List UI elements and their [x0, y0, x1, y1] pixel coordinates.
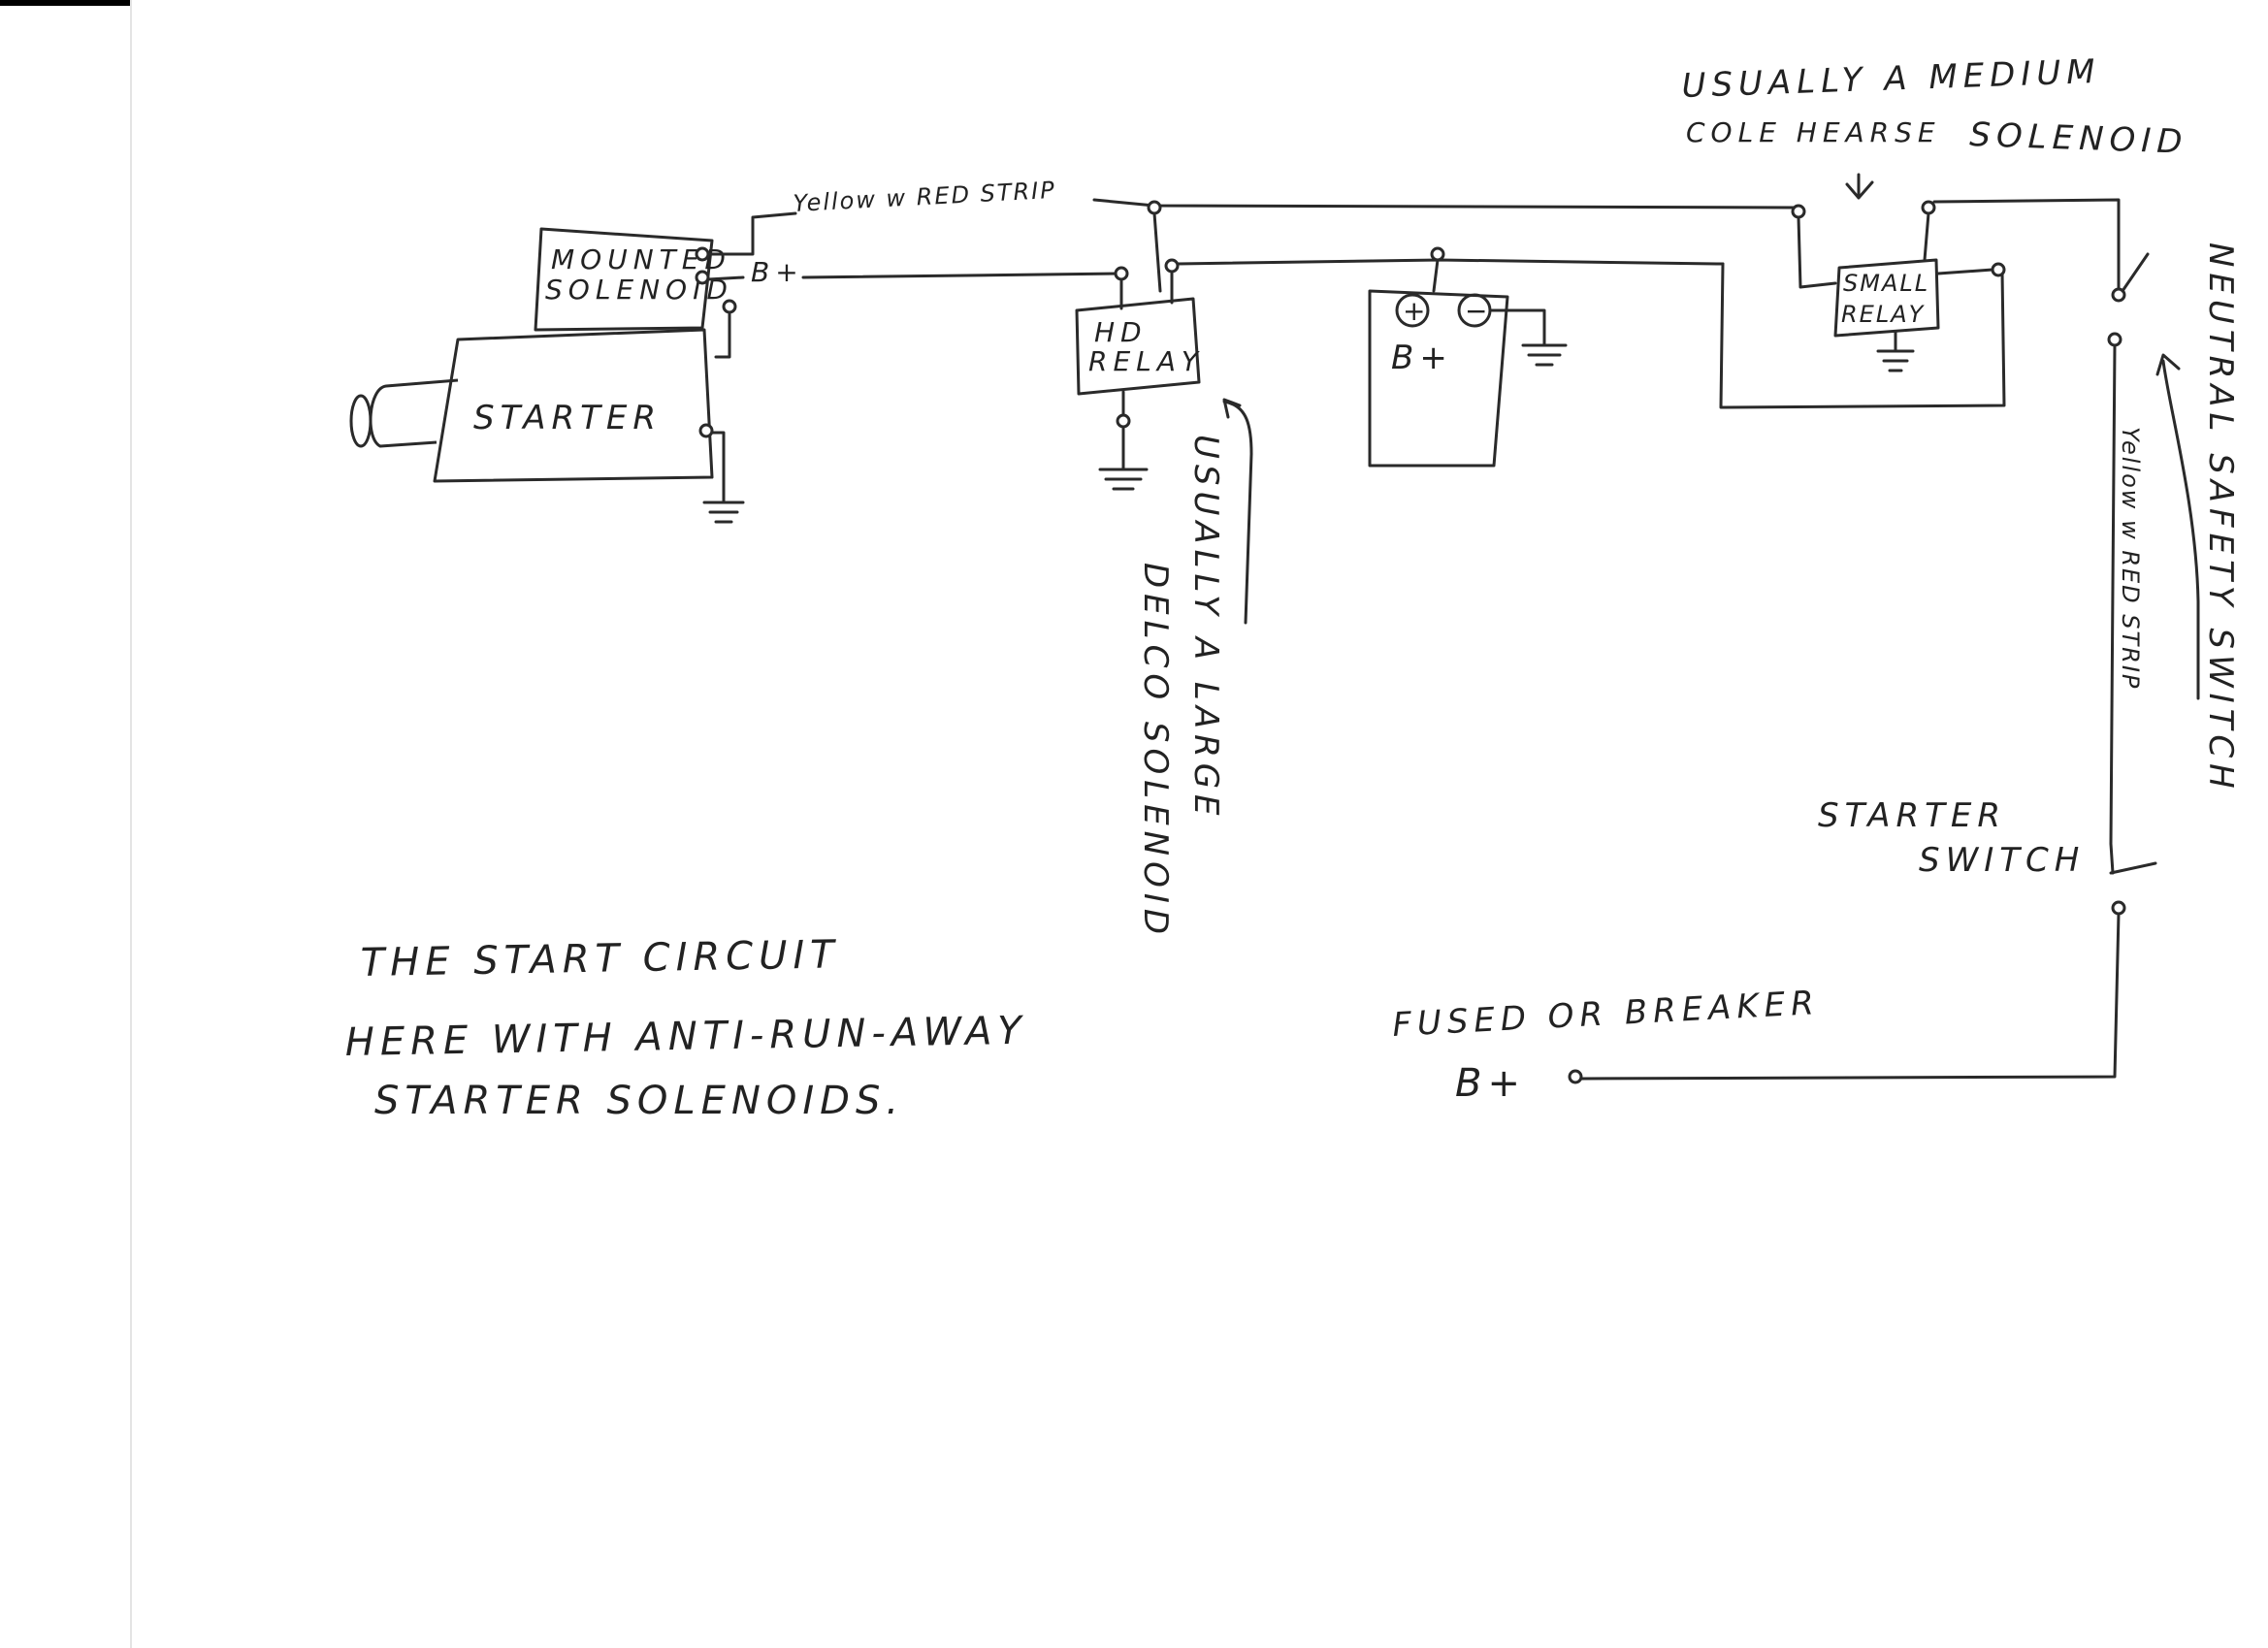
scan-edge-bar: [0, 0, 131, 6]
mounted-solenoid-s-terminal: [695, 246, 710, 262]
small-relay-right-terminal: [1991, 262, 2006, 277]
fused-breaker-label: FUSED OR BREAKER: [1391, 984, 1820, 1045]
battery: + − B+: [1368, 258, 1568, 468]
hd-relay-batt-terminal: [1164, 258, 1180, 274]
starter-body: [433, 328, 714, 483]
hd-relay-ground-terminal: [1116, 413, 1131, 429]
battery-ground-symbol: [1488, 308, 1568, 367]
small-relay-left-terminal: [1791, 204, 1806, 219]
starter-bendix-end: [349, 394, 373, 448]
caption-line-1: THE START CIRCUIT: [360, 932, 840, 986]
neutral-safety-switch: [2107, 252, 2200, 875]
caption-line-3: STARTER SOLENOIDS.: [374, 1079, 904, 1123]
starter-terminal: [698, 423, 714, 438]
small-relay-callout-arrow: [1845, 173, 1874, 200]
neutral-switch-lower-contact: [2107, 332, 2122, 347]
medium-solenoid-note-2: COLE HEARSE: [1686, 116, 1941, 148]
yellow-wire-top-label: Yellow w RED STRIP: [793, 177, 1056, 217]
small-relay-to-neutral-switch: [1932, 198, 2121, 293]
small-relay-ground-symbol: [1876, 330, 1915, 372]
mounted-solenoid-bat-terminal: [695, 270, 710, 285]
mounted-solenoid-motor-terminal: [722, 299, 737, 314]
starter-switch-label-2: SWITCH: [1919, 841, 2085, 880]
mounted-solenoid: MOUNTED SOLENOID: [534, 227, 737, 332]
hd-relay-label-2: RELAY: [1088, 345, 1204, 377]
yellow-drop-to-hd-relay: [1152, 211, 1162, 293]
battery-positive-post: [1395, 293, 1430, 328]
neutral-safety-switch-label: NEUTRAL SAFETY SWITCH: [2201, 242, 2240, 794]
battery-body: [1368, 289, 1509, 468]
starter-label: STARTER: [473, 399, 662, 437]
battery-plus-label: +: [1403, 295, 1431, 327]
large-solenoid-note-1: USUALLY A LARGE: [1186, 435, 1225, 822]
yellow-wire-junction: [1147, 200, 1162, 215]
battery-bplus-label: B+: [1391, 339, 1453, 377]
bplus-cable-starter: [706, 272, 1123, 281]
small-relay-top-terminal: [1921, 200, 1936, 215]
battery-minus-label: −: [1465, 295, 1493, 327]
small-relay-body: [1833, 258, 1940, 338]
small-relay: SMALL RELAY: [1791, 200, 2006, 372]
hd-relay-label-1: HD: [1094, 316, 1148, 348]
battery-bus-junction: [1430, 246, 1445, 262]
yellow-wire-side-label: Yellow w RED STRIP: [2117, 427, 2144, 690]
starter-motor: STARTER: [349, 328, 714, 483]
small-relay-label-1: SMALL: [1843, 270, 1929, 297]
bplus-junction-hd: [1114, 266, 1129, 281]
starter-switch: [1568, 861, 2157, 1084]
large-solenoid-callout-arrow: [1222, 398, 1253, 625]
starter-switch-label-1: STARTER: [1818, 796, 2006, 835]
caption-line-2: HERE WITH ANTI-RUN-AWAY: [344, 1009, 1027, 1065]
medium-solenoid-note-1: USUALLY A MEDIUM: [1681, 52, 2101, 106]
neutral-switch-callout-arrow: [2155, 353, 2200, 700]
starter-switch-contact: [2111, 900, 2126, 916]
battery-bus: [1176, 258, 1725, 266]
hd-relay: HD RELAY: [1075, 258, 1204, 491]
fused-bplus-terminal: [1568, 1069, 1583, 1084]
mounted-solenoid-label-1: MOUNTED: [551, 243, 731, 275]
starter-ground-symbol: [702, 431, 745, 524]
large-solenoid-note-2: DELCO SOLENOID: [1136, 563, 1175, 940]
fused-bplus-label: B+: [1455, 1061, 1526, 1106]
hd-relay-body: [1075, 297, 1201, 396]
small-relay-label-2: RELAY: [1841, 301, 1926, 328]
mounted-solenoid-body: [534, 227, 714, 332]
medium-solenoid-note-3: SOLENOID: [1969, 115, 2188, 162]
solenoid-to-starter-strap: [714, 310, 731, 359]
bplus-cable-label: B+: [751, 256, 804, 288]
